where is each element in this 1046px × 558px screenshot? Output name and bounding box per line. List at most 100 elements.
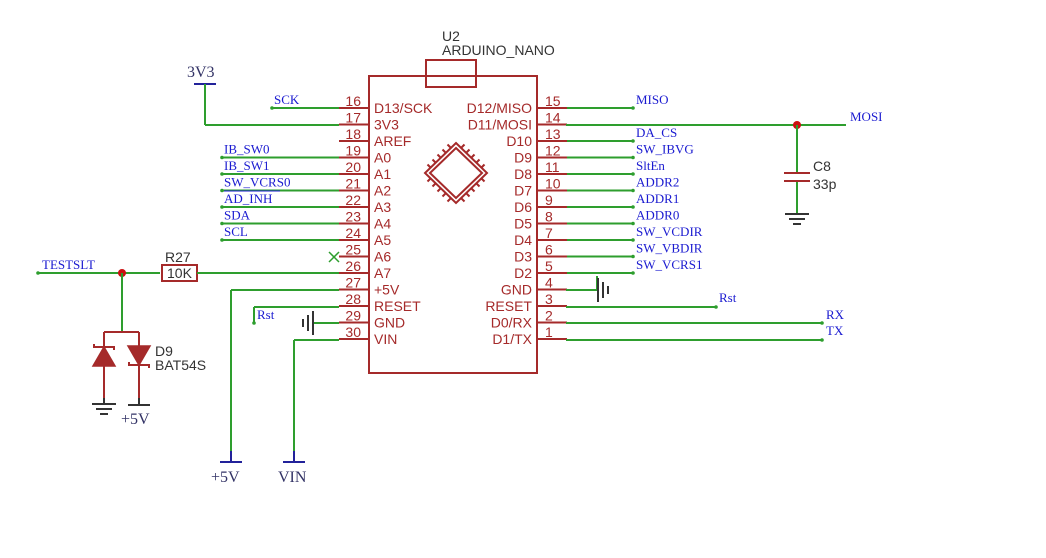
- u2-pin-8-number: 8: [545, 209, 553, 225]
- u2-pin-24-number: 24: [345, 225, 361, 241]
- net-label-sda: SDA: [224, 208, 251, 223]
- net-label-sw-vbdir: SW_VBDIR: [636, 241, 703, 256]
- u2-pin-19-number: 19: [345, 143, 361, 159]
- power-5v-diode-label: +5V: [121, 411, 150, 428]
- u2-pin-15-name: D12/MISO: [467, 100, 532, 116]
- net-label-miso: MISO: [636, 92, 669, 107]
- rst-left-label: Rst: [257, 307, 275, 322]
- arduino-nano-u2[interactable]: U2 ARDUINO_NANO: [368, 28, 555, 374]
- mosi-net: MOSI: [566, 109, 883, 129]
- testslt-net: TESTSLT: [36, 257, 160, 277]
- u2-pin-5-name: D2: [514, 265, 532, 281]
- rst-right-net: Rst: [566, 290, 737, 309]
- u2-pin-29-number: 29: [345, 308, 361, 324]
- ground-pin4: [566, 276, 609, 302]
- r27-value: 10K: [167, 265, 193, 281]
- u2-pin-1-number: 1: [545, 324, 553, 340]
- power-3v3: 3V3: [187, 64, 339, 126]
- u2-pin-23-name: A4: [374, 216, 391, 232]
- net-label-scl: SCL: [224, 224, 248, 239]
- u2-ref: U2: [442, 28, 460, 44]
- u2-pin-6-name: D3: [514, 249, 532, 265]
- u2-pin-28-number: 28: [345, 291, 361, 307]
- u2-pin-2-number: 2: [545, 308, 553, 324]
- testslt-label: TESTSLT: [42, 257, 95, 272]
- c8-ref: C8: [813, 158, 831, 174]
- r27-ref: R27: [165, 249, 191, 265]
- ground-pin29: [302, 311, 339, 335]
- u2-pin-22-number: 22: [345, 192, 361, 208]
- u2-pin-29-name: GND: [374, 315, 405, 331]
- net-label-da-cs: DA_CS: [636, 125, 677, 140]
- u2-usb-connector: [425, 59, 477, 88]
- u2-pin-4-number: 4: [545, 275, 553, 291]
- u2-pin-20-number: 20: [345, 159, 361, 175]
- u2-pin-5-number: 5: [545, 258, 553, 274]
- power-vin: VIN: [278, 339, 339, 486]
- rst-right-label: Rst: [719, 290, 737, 305]
- ground-d9: [92, 398, 116, 415]
- rst-left-net: Rst: [252, 306, 339, 325]
- net-label-sw-vcrs1: SW_VCRS1: [636, 257, 702, 272]
- u2-pin-9-name: D6: [514, 199, 532, 215]
- u2-pin-25-name: A6: [374, 249, 391, 265]
- net-label-sw-ibvg: SW_IBVG: [636, 142, 694, 157]
- u2-pin-17-number: 17: [345, 110, 361, 126]
- net-label-sw-vcrs0: SW_VCRS0: [224, 175, 290, 190]
- u2-pin-18-number: 18: [345, 126, 361, 142]
- u2-value: ARDUINO_NANO: [442, 42, 555, 58]
- u2-pin-11-number: 11: [545, 159, 560, 175]
- u2-pin-26-name: A7: [374, 265, 391, 281]
- net-label-ib-sw0: IB_SW0: [224, 142, 270, 157]
- u2-right-pins: 15D12/MISO14D11/MOSI13D1012D911D810D79D6…: [467, 93, 567, 347]
- power-5v-bottom: +5V: [211, 289, 339, 486]
- capacitor-c8[interactable]: C8 33p: [784, 125, 837, 214]
- mosi-label: MOSI: [850, 109, 883, 124]
- u2-pin-14-name: D11/MOSI: [468, 117, 532, 133]
- net-label-slten: SltEn: [636, 158, 665, 173]
- u2-pin-17-name: 3V3: [374, 117, 399, 133]
- u2-pin-26-number: 26: [345, 258, 361, 274]
- u2-pin-24-name: A5: [374, 232, 391, 248]
- u2-pin-10-number: 10: [545, 176, 561, 192]
- u2-pin-6-number: 6: [545, 242, 553, 258]
- u2-pin-13-number: 13: [545, 126, 561, 142]
- u2-pin-21-name: A2: [374, 183, 391, 199]
- net-label-addr0: ADDR0: [636, 208, 679, 223]
- power-vin-label: VIN: [278, 469, 307, 486]
- u2-pin-22-name: A3: [374, 199, 391, 215]
- u2-pin-14-number: 14: [545, 110, 561, 126]
- net-label-addr1: ADDR1: [636, 191, 679, 206]
- tx-net: TX: [566, 323, 844, 342]
- u2-pin-18-name: AREF: [374, 133, 411, 149]
- right-net-wires: MISO DA_CS SW_IBVGSltEnADDR2ADDR1ADDR0SW_V…: [567, 92, 703, 275]
- u2-pin-1-name: D1/TX: [492, 331, 532, 347]
- net-label-addr2: ADDR2: [636, 175, 679, 190]
- u2-pin-27-name: +5V: [374, 282, 400, 298]
- d9-ref: D9: [155, 343, 173, 359]
- u2-pin-8-name: D5: [514, 216, 532, 232]
- rx-net: RX: [566, 307, 845, 325]
- net-label-sck: SCK: [274, 92, 300, 107]
- u2-pin-30-number: 30: [345, 324, 361, 340]
- u2-pin-13-name: D10: [506, 133, 532, 149]
- u2-pin-7-name: D4: [514, 232, 532, 248]
- u2-pin-10-name: D7: [514, 183, 532, 199]
- no-connect-a6: [328, 251, 340, 263]
- u2-pin-25-number: 25: [345, 242, 361, 258]
- u2-pin-20-name: A1: [374, 166, 391, 182]
- power-5v-diode: +5V: [121, 398, 150, 428]
- diode-d9[interactable]: D9 BAT54S: [91, 273, 206, 398]
- u2-pin-21-number: 21: [345, 176, 361, 192]
- power-3v3-label: 3V3: [187, 64, 215, 81]
- u2-pin-27-number: 27: [345, 275, 361, 291]
- u2-pin-12-number: 12: [545, 143, 561, 159]
- resistor-r27[interactable]: R27 10K: [161, 249, 198, 282]
- u2-pin-30-name: VIN: [374, 331, 397, 347]
- u2-pin-9-number: 9: [545, 192, 553, 208]
- u2-pin-7-number: 7: [545, 225, 553, 241]
- u2-pin-4-name: GND: [501, 282, 532, 298]
